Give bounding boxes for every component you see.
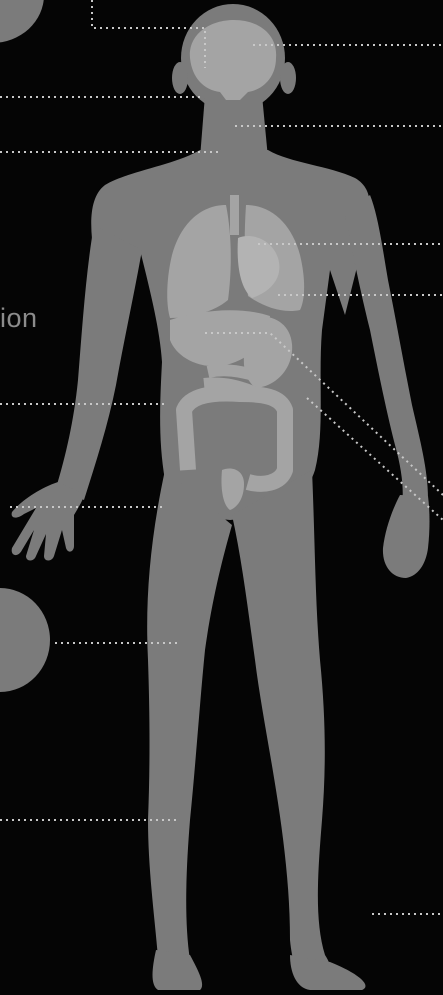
left-foot: [153, 950, 203, 990]
left-hand: [12, 482, 84, 561]
inset-circle-bottom: [0, 588, 50, 692]
left-ear: [172, 62, 188, 94]
inset-circle-top: [0, 0, 44, 43]
neck: [200, 95, 268, 158]
left-leg: [147, 470, 232, 978]
right-leg: [232, 470, 331, 978]
right-hand: [383, 495, 430, 578]
partial-label: ion: [0, 303, 38, 334]
trachea: [230, 195, 239, 235]
left-arm: [56, 225, 142, 500]
right-ear: [280, 62, 296, 94]
human-body-silhouette: [12, 4, 430, 990]
right-arm: [345, 195, 428, 505]
